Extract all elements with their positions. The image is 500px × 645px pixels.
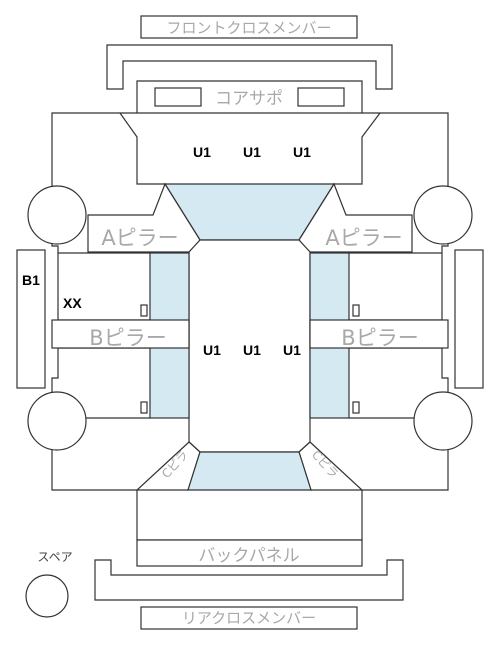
center-mark-2: U1 <box>243 342 261 358</box>
left-side-rocker <box>16 249 46 389</box>
right-rear-door-handle <box>352 401 360 414</box>
left-rear-door-handle <box>140 401 148 414</box>
core-support-slot-right <box>297 87 345 107</box>
core-support-slot-left <box>154 87 202 107</box>
back-panel-label: バックパネル <box>198 546 299 566</box>
front-left-wheel <box>27 185 87 245</box>
right-fender-edge <box>334 112 381 185</box>
b-pillar-right-panel <box>309 319 449 349</box>
xx-mark: XX <box>63 295 82 311</box>
a-pillar-right-label: Aピラー <box>325 226 402 250</box>
spare-tire <box>25 574 69 618</box>
rear-left-wheel <box>27 391 87 451</box>
b-pillar-left-label: Bピラー <box>89 326 166 350</box>
rear-window-glass <box>187 451 312 491</box>
rear-cross-member-label: リアクロスメンバー <box>182 609 316 627</box>
front-mark-3: U1 <box>293 144 311 160</box>
b-pillar-right-label: Bピラー <box>341 326 418 350</box>
front-right-wheel <box>413 185 473 245</box>
rear-right-wheel <box>413 391 473 451</box>
back-panel-box <box>136 539 363 567</box>
spare-label: スペア <box>37 550 72 564</box>
front-mark-2: U1 <box>243 144 261 160</box>
b-pillar-left-panel <box>51 319 190 349</box>
center-mark-3: U1 <box>283 342 301 358</box>
rear-bumper-bracket <box>94 559 404 601</box>
front-cross-member-label: フロントクロスメンバー <box>166 19 331 37</box>
a-pillar-left-label: Aピラー <box>101 226 178 250</box>
right-front-door-handle <box>352 304 360 317</box>
center-mark-1: U1 <box>203 342 221 358</box>
left-front-door-handle <box>140 304 148 317</box>
front-cross-member-box <box>140 15 358 39</box>
b1-mark: B1 <box>22 272 40 288</box>
core-support-label: コアサポ <box>215 89 283 109</box>
rear-cross-member-box <box>140 606 358 630</box>
front-bumper-bracket <box>106 44 393 90</box>
left-fender-edge <box>119 112 165 185</box>
front-mark-1: U1 <box>193 144 211 160</box>
right-side-rocker <box>454 249 484 389</box>
